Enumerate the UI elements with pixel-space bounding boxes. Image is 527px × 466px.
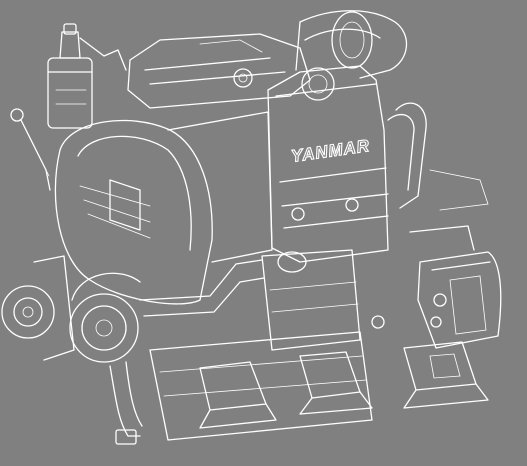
starter-motor (261, 249, 385, 351)
fuel-filter (47, 23, 127, 129)
gearbox (417, 251, 502, 349)
engine-mount-right (403, 341, 489, 409)
crank-pulley (69, 272, 141, 363)
timing-cover (54, 111, 273, 305)
yanmar-logo: YANMAR (290, 136, 371, 166)
dipstick (10, 108, 51, 191)
heat-exchanger: YANMAR (267, 65, 389, 263)
exhaust-elbow (295, 10, 408, 79)
engine-mount-center (299, 351, 373, 415)
valve-cover (127, 33, 311, 109)
oil-pan (149, 331, 373, 441)
raw-water-hose (109, 259, 265, 445)
coolant-hose-right (387, 102, 489, 251)
engine-mount-left (199, 361, 277, 429)
alternator (1, 255, 75, 361)
